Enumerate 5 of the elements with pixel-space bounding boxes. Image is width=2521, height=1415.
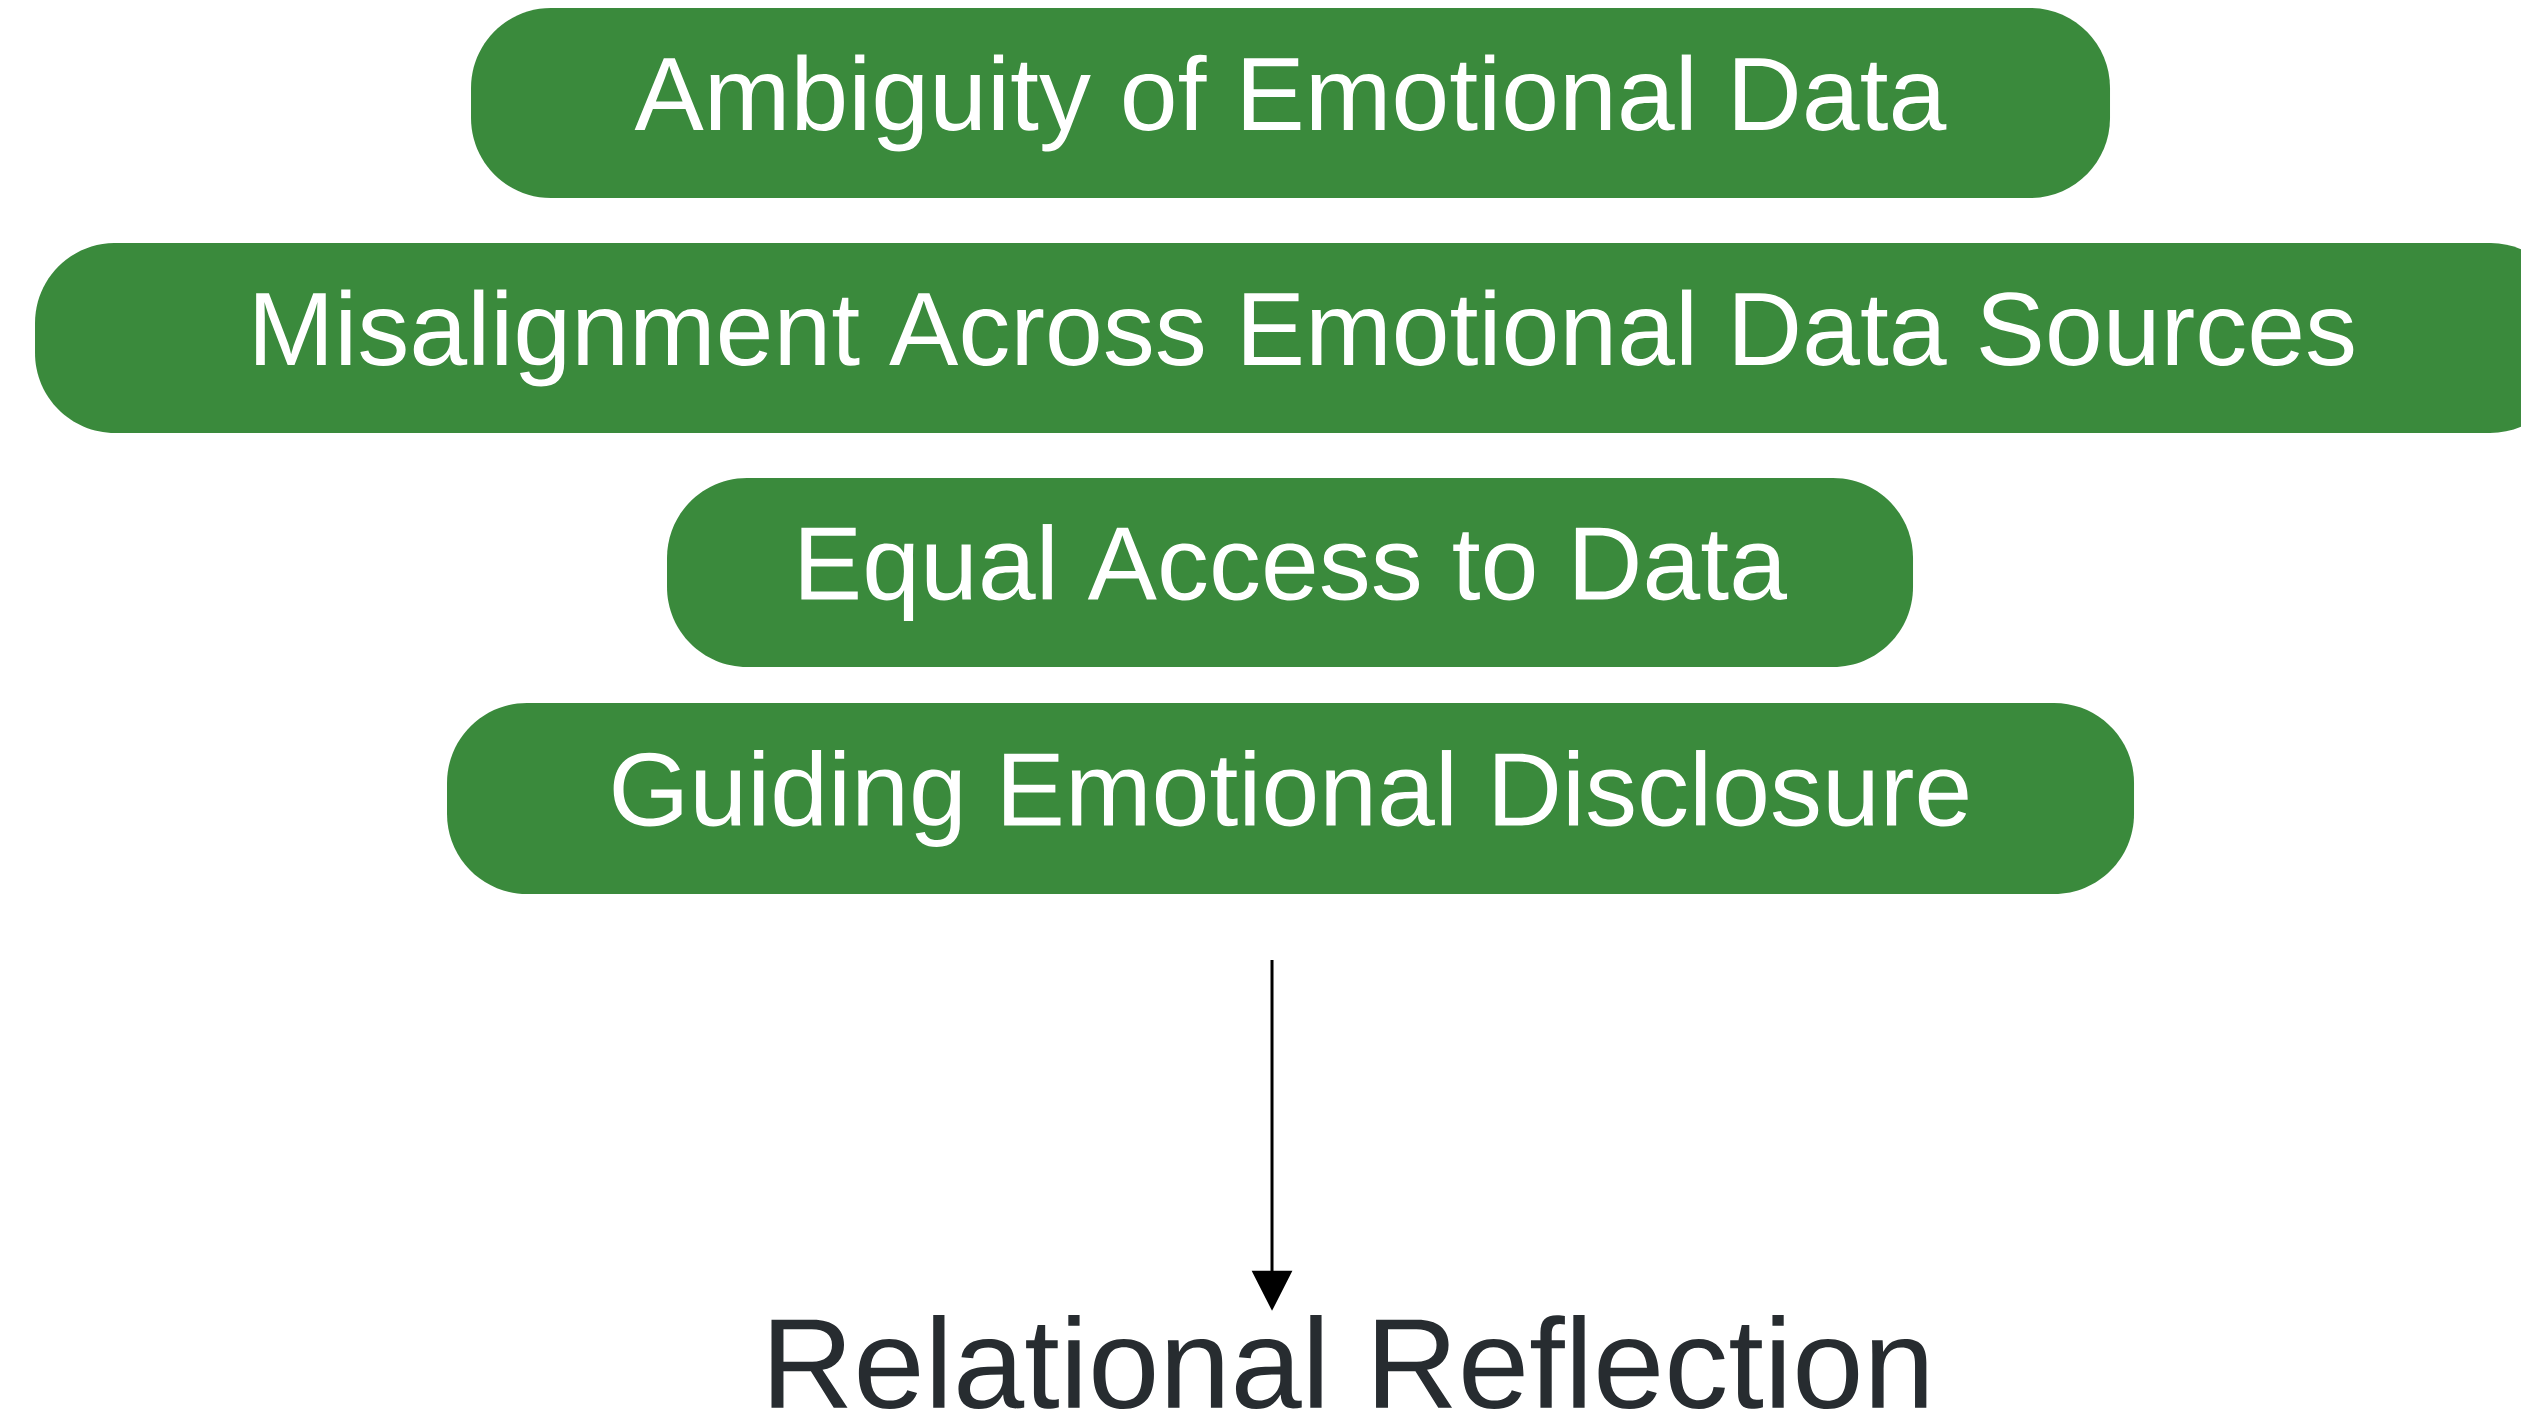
process-box: Misalignment Across Emotional Data Sources	[35, 243, 2521, 433]
process-box: Equal Access to Data	[667, 478, 1913, 667]
result-label: Relational Reflection	[771, 1315, 1927, 1409]
process-box: Ambiguity of Emotional Data	[471, 8, 2110, 198]
process-box: Guiding Emotional Disclosure	[447, 703, 2134, 894]
